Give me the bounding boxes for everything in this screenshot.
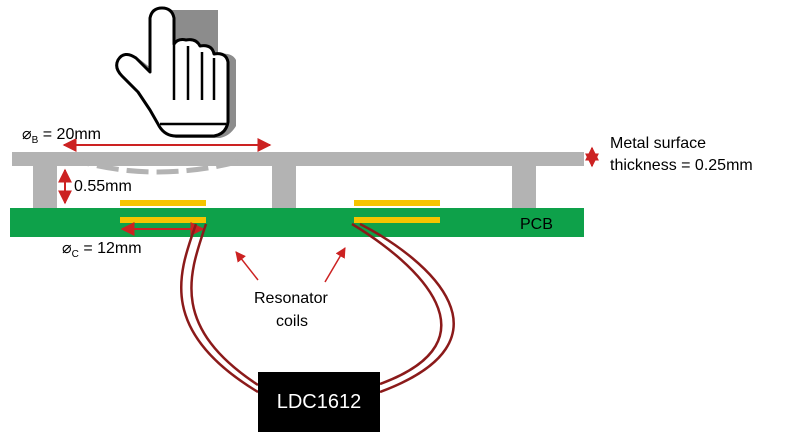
- deflection-curve: [67, 155, 253, 175]
- metal-surface-label-line1: Metal surface: [610, 135, 707, 152]
- resonator-pointer-left: [235, 251, 259, 281]
- metal-pillar: [33, 166, 57, 208]
- chip-label: LDC1612: [276, 390, 362, 413]
- diameter-b-label: ⌀B = 20mm: [22, 126, 101, 146]
- coil-top-right: [354, 200, 440, 206]
- diameter-c-label: ⌀C = 12mm: [62, 240, 142, 260]
- ldc1612-chip: [258, 372, 380, 432]
- metal-surface-label-line2: thickness = 0.25mm: [610, 157, 753, 174]
- diameter-c-value: = 12mm: [78, 240, 142, 257]
- diameter-b-symbol: ⌀: [22, 126, 32, 143]
- metal-surface: [12, 152, 584, 166]
- wire-left-b: [190, 223, 259, 387]
- diameter-b-value: = 20mm: [38, 126, 101, 143]
- pointing-hand-icon: [115, 6, 236, 138]
- coil-bottom-right: [354, 217, 440, 223]
- resonator-label-line1: Resonator: [254, 290, 328, 307]
- metal-pillar: [512, 166, 536, 208]
- resonator-label-line2: coils: [276, 313, 309, 330]
- resonator-pointer-right: [324, 247, 346, 283]
- diameter-b-sub: B: [31, 135, 39, 146]
- coil-top-left: [120, 200, 206, 206]
- pcb-label: PCB: [520, 216, 553, 233]
- wire-left-a: [180, 223, 259, 394]
- metal-pillar: [272, 166, 296, 208]
- gap-label: 0.55mm: [74, 178, 132, 195]
- diameter-c-sub: C: [71, 249, 79, 260]
- wire-right-a: [359, 222, 455, 394]
- pcb-board: [10, 208, 584, 237]
- diameter-c-symbol: ⌀: [62, 240, 72, 257]
- coil-bottom-left: [120, 217, 206, 223]
- wire-right-b: [351, 222, 443, 386]
